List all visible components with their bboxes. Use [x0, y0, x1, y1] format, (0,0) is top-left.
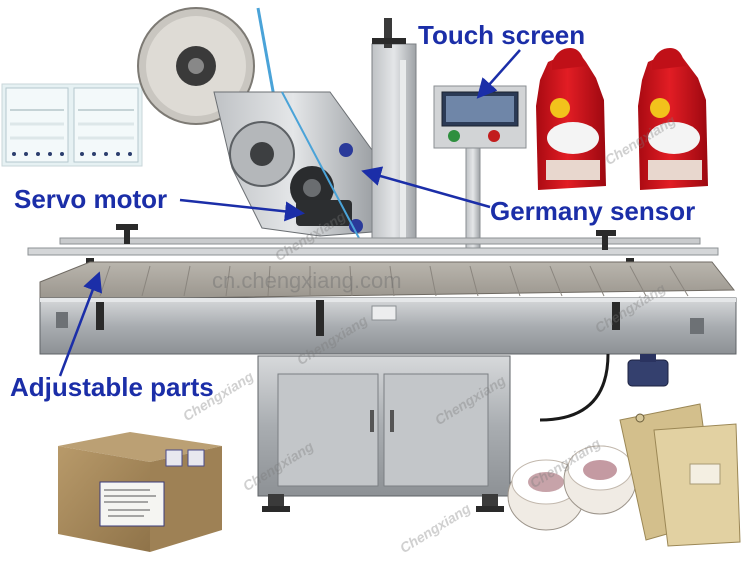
- drive-motor: [539, 353, 669, 422]
- cosmetic-jars: [507, 445, 637, 531]
- plastic-bags: [1, 83, 143, 167]
- detergent-bottle-right: [638, 48, 708, 190]
- servo-motor-label: Servo motor: [14, 184, 168, 214]
- callout-arrows: [58, 49, 521, 377]
- touch-screen-label: Touch screen: [418, 20, 586, 50]
- vertical-column: [371, 18, 417, 245]
- detergent-bottle-left: [536, 48, 606, 190]
- adjustable-parts-label: Adjustable parts: [10, 372, 214, 402]
- envelopes: [619, 403, 741, 547]
- germany-sensor-label: Germany sensor: [490, 196, 696, 226]
- control-box: [433, 85, 527, 253]
- conveyor-belt: [39, 261, 737, 355]
- machine-cabinet: [257, 355, 511, 512]
- kraft-package: [38, 404, 254, 556]
- labeler-plate: [213, 91, 373, 241]
